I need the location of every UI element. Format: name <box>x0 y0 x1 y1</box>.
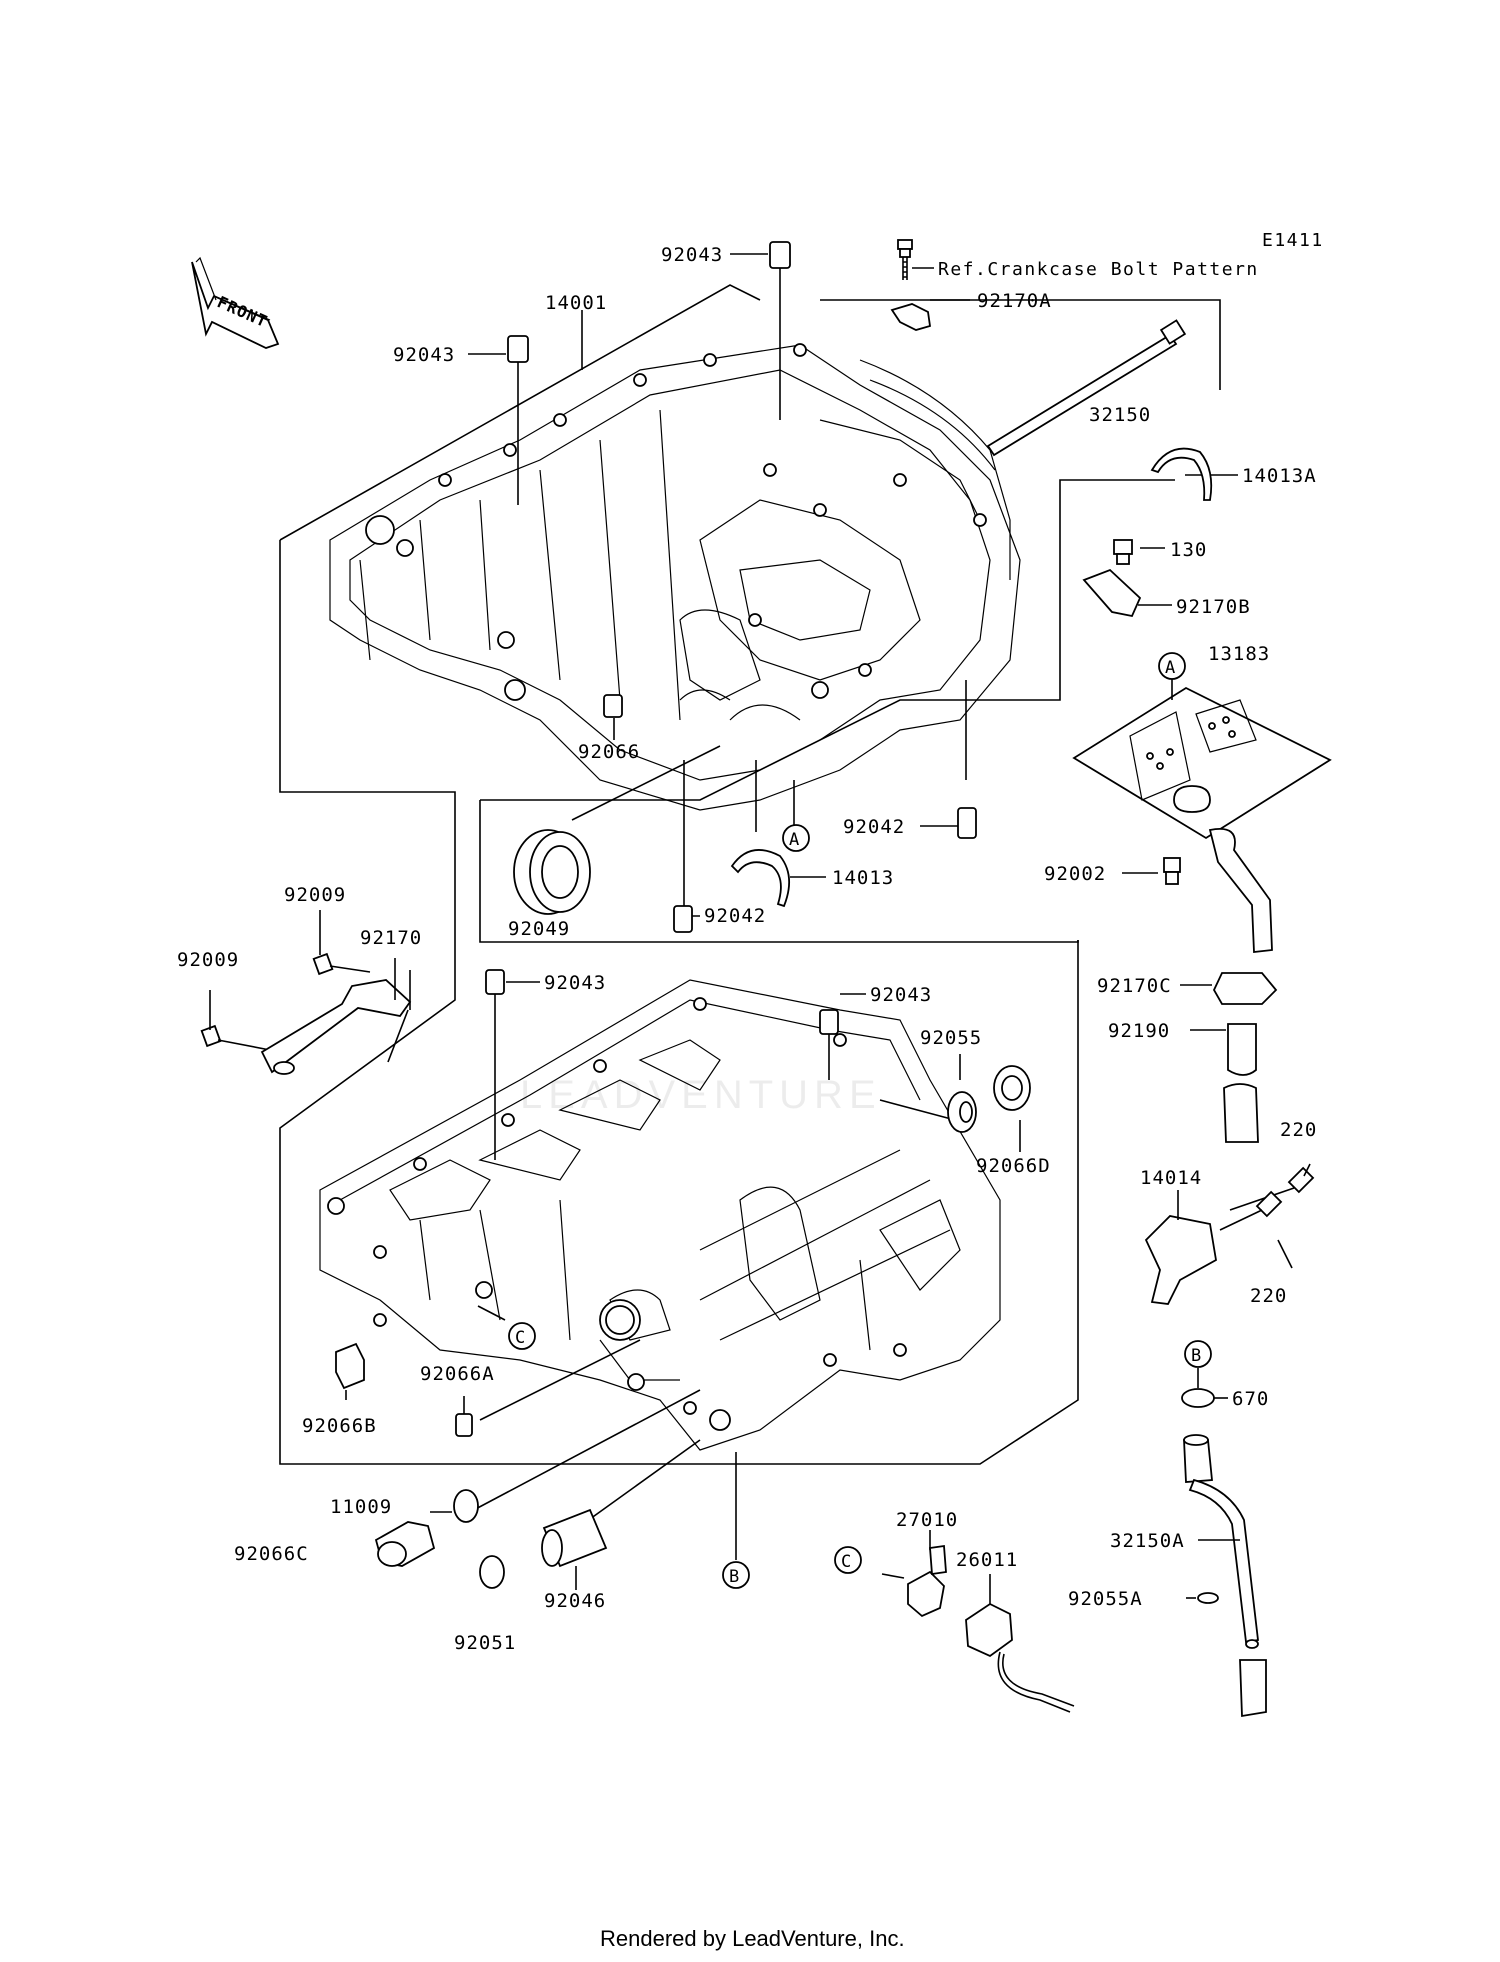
part-32150: 32150 <box>1089 404 1151 426</box>
callout-A-mid: A <box>782 824 810 852</box>
bracket-92170B <box>1082 568 1142 618</box>
washer-11009 <box>453 1489 479 1523</box>
oil-pipe-32150A <box>1183 1434 1267 1718</box>
part-92043-mid-right: 92043 <box>870 984 932 1006</box>
callout-C-mid: C <box>508 1322 536 1350</box>
part-27010: 27010 <box>896 1509 958 1531</box>
switch-27010 <box>907 1544 947 1618</box>
bolt-130 <box>1113 539 1133 565</box>
part-92051: 92051 <box>454 1632 516 1654</box>
part-92042-bottom: 92042 <box>704 905 766 927</box>
bolts-220 <box>1219 1166 1315 1231</box>
svg-text:A: A <box>789 830 800 850</box>
part-92066C: 92066C <box>234 1543 309 1565</box>
washer-92051 <box>479 1555 505 1589</box>
plug-92066B <box>335 1342 365 1390</box>
upper-crankcase-outline <box>279 241 1221 1465</box>
part-14013A: 14013A <box>1242 465 1317 487</box>
cap-26011 <box>965 1602 1075 1713</box>
dowel-92042-right <box>957 807 977 839</box>
part-92002: 92002 <box>1044 863 1106 885</box>
svg-text:C: C <box>841 1552 852 1572</box>
part-26011: 26011 <box>956 1549 1018 1571</box>
part-130: 130 <box>1170 539 1207 561</box>
oring-92055A <box>1197 1592 1219 1604</box>
part-92066A: 92066A <box>420 1363 495 1385</box>
part-92170B: 92170B <box>1176 596 1251 618</box>
part-92042-right: 92042 <box>843 816 905 838</box>
bracket-92170-group <box>200 910 412 1075</box>
ring-14013 <box>730 849 790 908</box>
part-92170C: 92170C <box>1097 975 1172 997</box>
dowel-92066A <box>455 1413 473 1437</box>
dowel-92042-bottom <box>673 905 693 933</box>
oring-670 <box>1181 1388 1215 1408</box>
part-92009-a: 92009 <box>284 884 346 906</box>
bolt-reference-note: Ref.Crankcase Bolt Pattern <box>938 259 1259 280</box>
part-92046: 92046 <box>544 1590 606 1612</box>
lower-leaders <box>387 970 1021 1560</box>
callout-C-bottom: C <box>834 1546 862 1574</box>
svg-text:B: B <box>1191 1346 1202 1366</box>
clamp-92170A <box>890 303 932 331</box>
part-92170: 92170 <box>360 927 422 949</box>
svg-text:A: A <box>1165 658 1176 678</box>
hose-92190 <box>1223 1023 1259 1143</box>
part-92066-upper: 92066 <box>578 741 640 763</box>
part-labels: 92043 14001 92043 92170A 32150 14013A 13… <box>177 244 1317 1654</box>
part-32150A: 32150A <box>1110 1530 1185 1552</box>
part-11009: 11009 <box>330 1496 392 1518</box>
lower-crankcase-outline <box>319 969 1001 1451</box>
plug-92066C <box>374 1521 436 1567</box>
callout-B-right: B <box>1184 1340 1212 1368</box>
front-arrow-icon: FRONT <box>191 256 280 349</box>
part-92190: 92190 <box>1108 1020 1170 1042</box>
part-14014: 14014 <box>1140 1167 1202 1189</box>
part-92009-b: 92009 <box>177 949 239 971</box>
part-13183: 13183 <box>1208 643 1270 665</box>
oil-hose-clamp-92170C <box>1212 972 1278 1005</box>
part-92055A: 92055A <box>1068 1588 1143 1610</box>
plug-92066D <box>993 1065 1031 1111</box>
watermark: LEADVENTURE <box>520 1073 882 1117</box>
part-14013: 14013 <box>832 867 894 889</box>
part-92043-left: 92043 <box>393 344 455 366</box>
oil-pipe-32150 <box>986 319 1187 457</box>
part-92049: 92049 <box>508 918 570 940</box>
svg-text:B: B <box>729 1567 740 1587</box>
part-14001: 14001 <box>545 292 607 314</box>
oil-seal-92049 <box>513 829 591 915</box>
part-220-a: 220 <box>1280 1119 1317 1141</box>
part-92066D: 92066D <box>976 1155 1051 1177</box>
washer-92055-inner <box>959 1101 973 1123</box>
ring-14013A <box>1150 447 1213 501</box>
bolt-92002 <box>1163 857 1181 885</box>
part-92043-top: 92043 <box>661 244 723 266</box>
bushing-92046 <box>541 1508 608 1568</box>
svg-text:C: C <box>515 1328 526 1348</box>
callout-A-top: A <box>1158 652 1186 700</box>
callout-B-bottom: B <box>722 1561 750 1589</box>
part-670: 670 <box>1232 1388 1269 1410</box>
diagram-code: E1411 <box>1262 230 1324 251</box>
part-220-b: 220 <box>1250 1285 1287 1307</box>
plate-13183 <box>1072 686 1332 954</box>
part-92170A: 92170A <box>977 290 1052 312</box>
footer-credit: Rendered by LeadVenture, Inc. <box>600 1926 905 1951</box>
part-92066B: 92066B <box>302 1415 377 1437</box>
guide-14014 <box>1144 1215 1217 1305</box>
bolt-reference-icon <box>897 239 934 280</box>
part-92043-mid-left: 92043 <box>544 972 606 994</box>
part-92055: 92055 <box>920 1027 982 1049</box>
